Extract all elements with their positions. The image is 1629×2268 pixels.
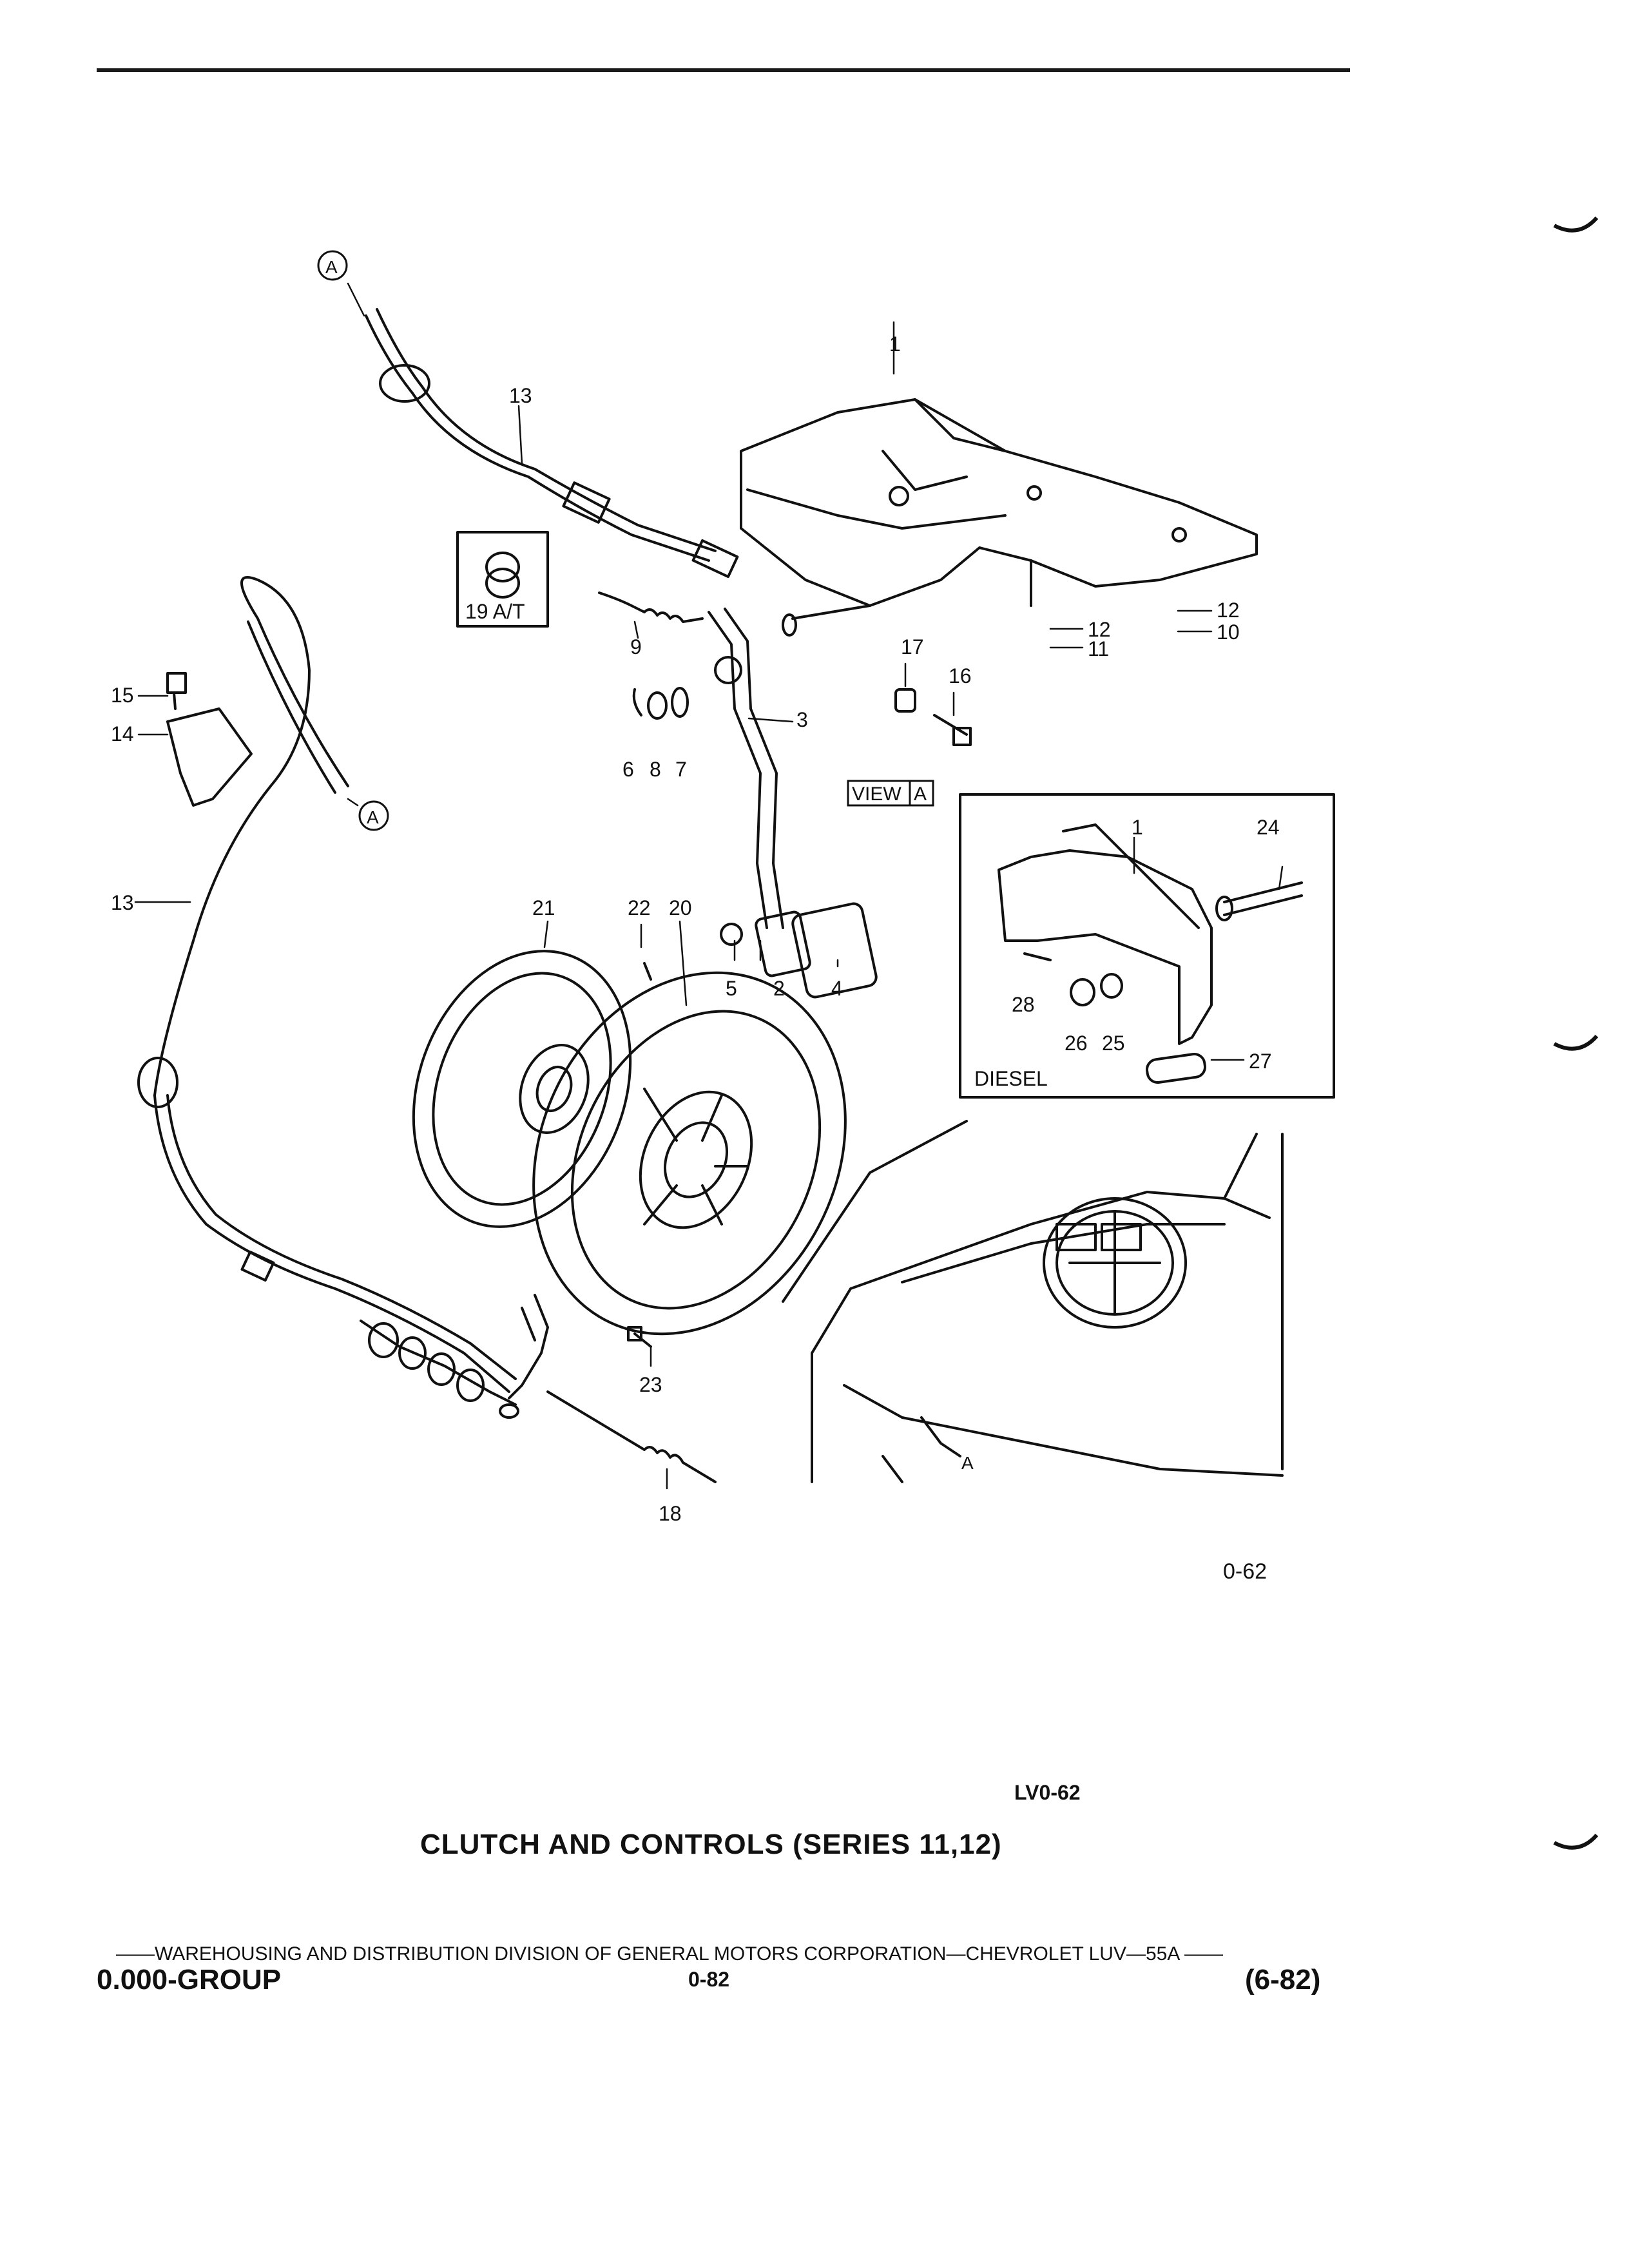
footer-date: (6-82): [1245, 1964, 1321, 1995]
dashboard-view: [782, 1120, 1284, 1483]
pressure-plate: [532, 971, 847, 1336]
upper-clutch-cable: [365, 308, 739, 579]
callout-10: 10: [1217, 620, 1240, 644]
callout-13-upper: 13: [509, 384, 532, 407]
callout-6: 6: [622, 758, 634, 781]
callout-18: 18: [659, 1502, 682, 1525]
callout-23: 23: [639, 1373, 662, 1396]
page-caption: CLUTCH AND CONTROLS (SERIES 11,12): [420, 1829, 1002, 1860]
callout-17: 17: [901, 635, 924, 658]
callout-21: 21: [532, 896, 555, 919]
callout-28: 28: [1012, 993, 1035, 1016]
spring-bracket: [508, 1294, 549, 1399]
callout-19-at: 19 A/T: [465, 600, 525, 623]
lower-spring: [546, 1390, 717, 1483]
marker-a-left-circle: [358, 800, 389, 831]
callout-14: 14: [111, 722, 134, 745]
callout-25: 25: [1102, 1032, 1125, 1055]
diesel-label: DIESEL: [974, 1067, 1048, 1090]
top-rule: [97, 68, 1350, 72]
callout-13-lower: 13: [111, 891, 134, 914]
view-label-text: VIEW: [852, 783, 901, 805]
callout-22: 22: [628, 896, 651, 919]
callout-3: 3: [796, 708, 808, 731]
pedal-bracket: [740, 398, 1258, 607]
callout-8: 8: [650, 758, 661, 781]
marker-a-top: A: [325, 257, 338, 277]
callout-11: 11: [1088, 637, 1109, 660]
bolts: [627, 962, 652, 1348]
cable-threaded-end: [360, 1320, 519, 1419]
callout-inset-1: 1: [1132, 816, 1143, 839]
view-a-label: VIEW A: [847, 780, 934, 807]
figure-id: 0-62: [1223, 1559, 1268, 1584]
footer-group: 0.000-GROUP: [97, 1964, 282, 1995]
small-parts: [632, 687, 743, 946]
binding-mark-middle: [1553, 1034, 1598, 1051]
binding-mark-bottom: [1553, 1833, 1598, 1850]
lower-clutch-cable: [137, 576, 517, 1393]
cable-bracket: [166, 672, 253, 807]
callout-24: 24: [1257, 816, 1280, 839]
callout-2: 2: [773, 977, 785, 1000]
callout-26: 26: [1065, 1032, 1088, 1055]
callout-7: 7: [675, 758, 687, 781]
callout-leaders: [134, 282, 1284, 1490]
footer-publisher-line: ——WAREHOUSING AND DISTRIBUTION DIVISION …: [116, 1943, 1224, 1965]
marker-a-dash: A: [961, 1453, 974, 1473]
callout-16: 16: [949, 664, 972, 687]
clutch-disc: [412, 950, 632, 1228]
callout-27: 27: [1249, 1050, 1272, 1073]
callout-12-b: 12: [1217, 599, 1240, 622]
illustration-code: LV0-62: [1014, 1781, 1081, 1804]
callout-12-a: 12: [1088, 618, 1111, 641]
clutch-pedal-arm: [708, 608, 784, 929]
return-spring: [598, 591, 704, 623]
marker-a-top-circle: [317, 250, 348, 281]
callout-20: 20: [669, 896, 692, 919]
at-bushing-box: [456, 531, 549, 628]
callout-5: 5: [726, 977, 737, 1000]
callout-4: 4: [831, 977, 843, 1000]
view-letter-text: A: [914, 783, 927, 805]
marker-a-left: A: [367, 807, 379, 827]
callout-15: 15: [111, 684, 134, 707]
diesel-inset-box: [959, 793, 1335, 1099]
pivot-hardware: [782, 604, 972, 746]
binding-mark-top: [1553, 216, 1598, 233]
callout-9: 9: [630, 635, 642, 658]
callout-1: 1: [889, 332, 901, 356]
footer-page-number: 0-82: [688, 1968, 730, 1991]
